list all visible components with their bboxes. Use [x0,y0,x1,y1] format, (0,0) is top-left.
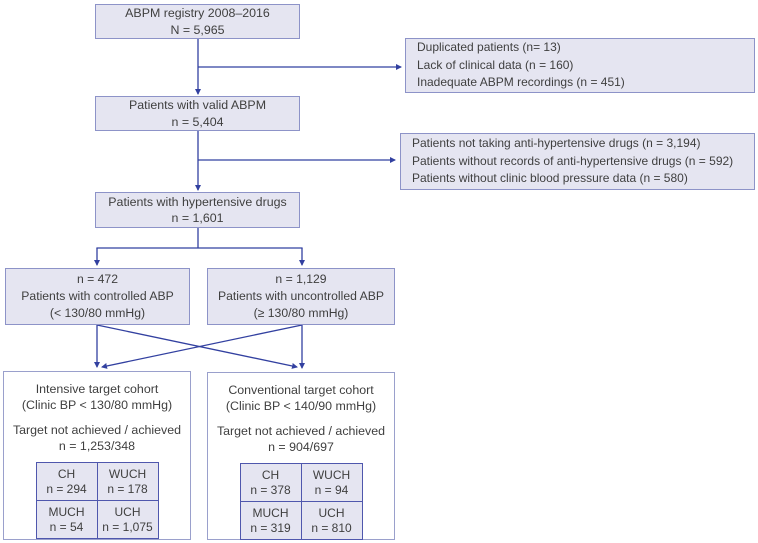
table-cell-wuch: WUCH n = 94 [300,463,363,502]
intensive-cohort-subtitle: (Clinic BP < 130/80 mmHg) [21,398,173,412]
intensive-target-count: n = 1,253/348 [58,439,136,453]
conventional-cohort-box: Conventional target cohort (Clinic BP < … [207,372,395,540]
arrow-controlled-to-conventional [96,324,298,369]
exclusion2-box: Patients not taking anti-hypertensive dr… [400,133,755,190]
table-cell-much: MUCH n = 319 [239,501,302,540]
controlled-abp-title: Patients with controlled ABP [21,289,174,303]
valid-abpm-box: Patients with valid ABPM n = 5,404 [95,96,300,131]
exclusion1-item: Duplicated patients (n= 13) [417,40,561,55]
exclusion1-item: Inadequate ABPM recordings (n = 451) [417,75,625,90]
registry-title: ABPM registry 2008–2016 [125,6,270,20]
uncontrolled-abp-title: Patients with uncontrolled ABP [218,289,384,303]
conventional-cohort-subtitle: (Clinic BP < 140/90 mmHg) [225,399,377,413]
valid-abpm-title: Patients with valid ABPM [128,98,267,112]
uncontrolled-abp-threshold: (≥ 130/80 mmHg) [253,306,349,320]
uncontrolled-abp-count: n = 1,129 [275,272,327,286]
exclusion2-item: Patients not taking anti-hypertensive dr… [412,136,701,151]
hypertensive-drugs-count: n = 1,601 [171,211,224,225]
intensive-cohort-box: Intensive target cohort (Clinic BP < 130… [3,371,191,540]
hypertensive-drugs-box: Patients with hypertensive drugs n = 1,6… [95,192,300,228]
conventional-target-label: Target not achieved / achieved [216,424,386,438]
intensive-target-label: Target not achieved / achieved [12,423,182,437]
controlled-abp-count: n = 472 [76,272,118,286]
exclusion1-item: Lack of clinical data (n = 160) [417,57,574,72]
exclusion1-box: Duplicated patients (n= 13) Lack of clin… [405,38,755,93]
table-cell-ch: CH n = 378 [239,463,302,502]
conventional-dipping-table: CH n = 378 WUCH n = 94 MUCH n = 319 UCH … [239,463,363,540]
registry-box: ABPM registry 2008–2016 N = 5,965 [95,4,300,39]
controlled-abp-box: n = 472 Patients with controlled ABP (< … [5,268,190,325]
table-cell-ch: CH n = 294 [35,462,98,501]
conventional-cohort-title: Conventional target cohort [228,383,374,397]
uncontrolled-abp-box: n = 1,129 Patients with uncontrolled ABP… [207,268,395,325]
controlled-abp-threshold: (< 130/80 mmHg) [49,306,146,320]
arrow-uncontrolled-to-intensive [101,324,303,369]
exclusion2-item: Patients without records of anti-hyperte… [412,153,734,168]
table-cell-much: MUCH n = 54 [35,500,98,539]
exclusion2-item: Patients without clinic blood pressure d… [412,171,688,186]
intensive-cohort-title: Intensive target cohort [35,382,159,396]
table-cell-uch: UCH n = 810 [300,501,363,540]
registry-count: N = 5,965 [170,22,225,37]
valid-abpm-count: n = 5,404 [171,114,224,129]
table-cell-wuch: WUCH n = 178 [96,462,159,501]
intensive-dipping-table: CH n = 294 WUCH n = 178 MUCH n = 54 UCH … [35,462,159,539]
table-cell-uch: UCH n = 1,075 [96,500,159,539]
conventional-target-count: n = 904/697 [268,440,334,454]
hypertensive-drugs-title: Patients with hypertensive drugs [108,194,287,209]
